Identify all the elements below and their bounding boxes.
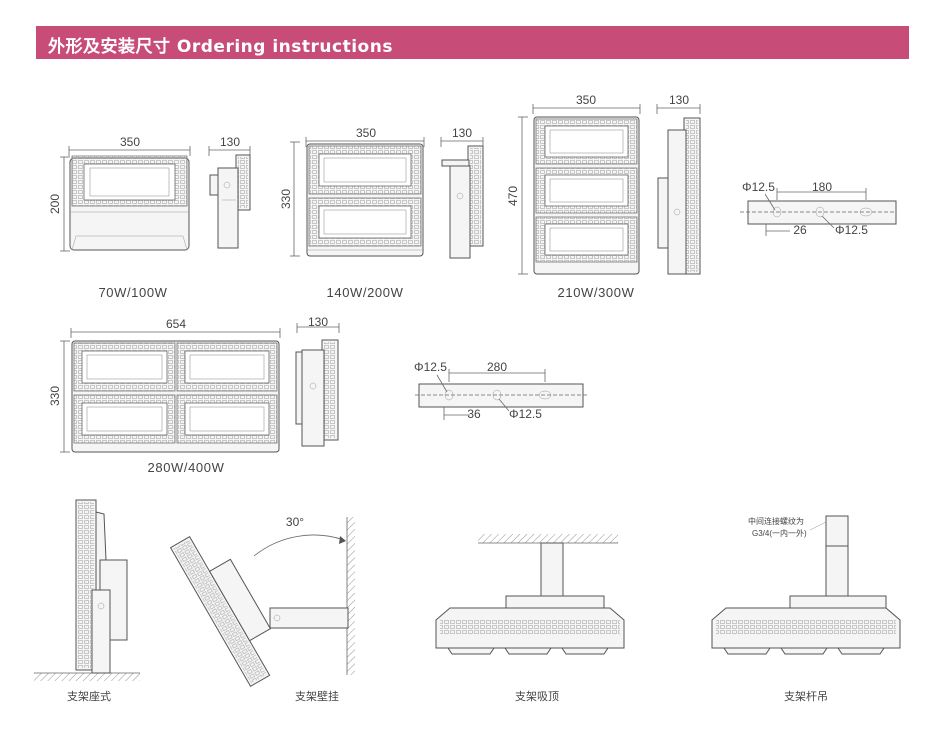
model-70w-front-view: 350 200 <box>48 135 191 252</box>
mount-wall-drawing: 30° <box>169 515 355 687</box>
depth-dim-140w: 130 <box>452 126 472 140</box>
caption-280w: 280W/400W <box>148 460 225 475</box>
bracket2-hole-left: Φ12.5 <box>414 360 447 374</box>
model-70w-side-view: 130 <box>208 135 251 249</box>
mount-pole-drawing: 中间连接螺纹为 G3/4(一内一外) <box>711 515 901 655</box>
bracket2-spacing: 280 <box>487 360 507 374</box>
bracket-280-drawing: 280 Φ12.5 36 Φ12.5 <box>414 360 588 421</box>
caption-70w: 70W/100W <box>98 285 167 300</box>
mount-seat-caption: 支架座式 <box>67 689 111 703</box>
model-140w-front-view: 350 330 <box>279 126 425 257</box>
pole-note-line1: 中间连接螺纹为 <box>748 516 804 526</box>
model-210w-front-view: 350 470 <box>506 93 641 275</box>
caption-210w: 210W/300W <box>558 285 635 300</box>
mount-ceiling-caption: 支架吸顶 <box>515 690 559 703</box>
height-dim-140w: 330 <box>279 189 293 209</box>
width-dim-140w: 350 <box>356 126 376 140</box>
mount-pole-caption: 支架杆吊 <box>784 689 828 703</box>
mount-seat-drawing <box>34 499 140 681</box>
width-dim-70w: 350 <box>120 135 140 149</box>
model-210w-side-view: 130 <box>656 93 701 275</box>
wall-angle-label: 30° <box>286 515 304 529</box>
bracket1-hole-right: Φ12.5 <box>835 223 868 237</box>
bracket1-spacing: 180 <box>812 180 832 194</box>
bracket1-hole-left: Φ12.5 <box>742 180 775 194</box>
mount-wall-caption: 支架壁挂 <box>295 689 339 703</box>
bracket-180-drawing: 180 Φ12.5 26 Φ12.5 <box>740 180 897 237</box>
section-title: 外形及安装尺寸 Ordering instructions <box>48 37 393 57</box>
depth-dim-210w: 130 <box>669 93 689 107</box>
section-header: 外形及安装尺寸 Ordering instructions <box>36 26 909 59</box>
mount-ceiling-drawing <box>435 534 625 655</box>
depth-dim-280w: 130 <box>308 315 328 329</box>
bracket2-offset: 36 <box>467 407 481 421</box>
bracket2-hole-right: Φ12.5 <box>509 407 542 421</box>
caption-140w: 140W/200W <box>327 285 404 300</box>
model-280w-front-view: 654 330 <box>48 317 281 453</box>
width-dim-280w: 654 <box>166 317 186 331</box>
model-280w-side-view: 130 <box>295 315 340 447</box>
height-dim-210w: 470 <box>506 186 520 206</box>
bracket1-offset: 26 <box>793 223 807 237</box>
depth-dim-70w: 130 <box>220 135 240 149</box>
width-dim-210w: 350 <box>576 93 596 107</box>
pole-note-line2: G3/4(一内一外) <box>752 528 807 538</box>
height-dim-280w: 330 <box>48 386 62 406</box>
height-dim-70w: 200 <box>48 194 62 214</box>
model-140w-side-view: 130 <box>440 126 484 259</box>
